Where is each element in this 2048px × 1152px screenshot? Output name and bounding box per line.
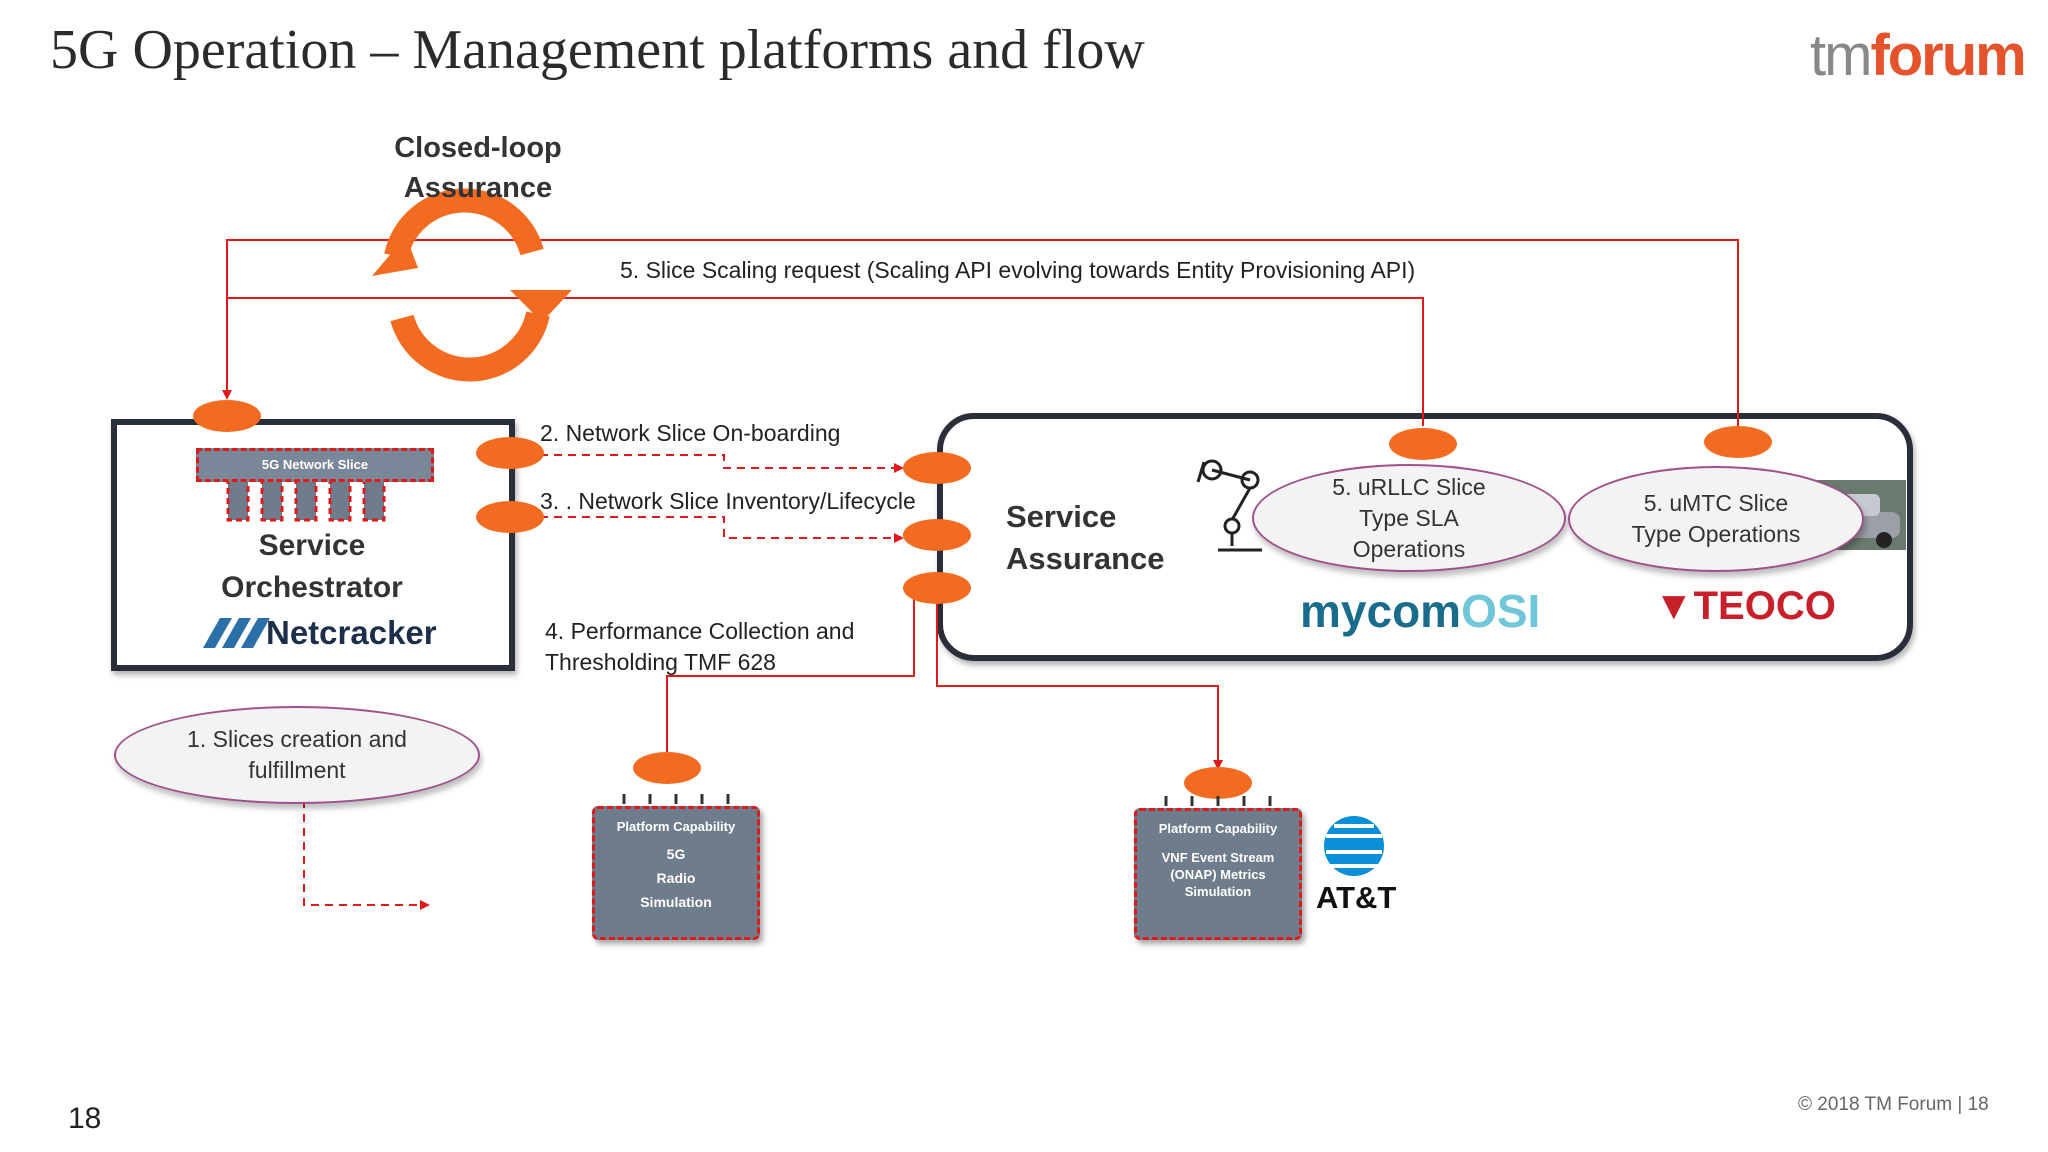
inventory-label: 3. . Network Slice Inventory/Lifecycle (540, 488, 916, 514)
teoco-mark-icon: ▼ (1654, 584, 1694, 628)
netcracker-logo-mark (203, 618, 270, 648)
urllc-oval: 5. uRLLC Slice Type SLA Operations (1252, 464, 1566, 572)
mycom-osi-logo: mycomOSI (1300, 585, 1541, 637)
node-assurance-in2 (903, 519, 971, 551)
inventory-arrow (512, 516, 904, 543)
att-globe-icon (1324, 816, 1384, 876)
perf-collection-arrow-1 (666, 583, 919, 753)
platform-antennas (622, 794, 1272, 806)
node-platform2 (1184, 767, 1252, 799)
slide-title: 5G Operation – Management platforms and … (50, 19, 1145, 81)
platform-vnf-event-stream: Platform Capability VNF Event Stream (ON… (1134, 808, 1302, 940)
tmforum-logo: tmforum (1810, 23, 2027, 88)
node-umtc (1704, 426, 1772, 458)
page-number: 18 (68, 1102, 102, 1135)
platform-5g-radio-simulation: Platform Capability 5G Radio Simulation (592, 806, 760, 940)
node-urllc (1389, 428, 1457, 460)
perf-collection-arrow-2 (936, 585, 1223, 770)
closed-loop-label: Closed-loop Assurance (394, 132, 562, 204)
node-orchestrator-top (193, 400, 261, 432)
node-onboarding-out (476, 437, 544, 469)
att-logo: AT&T (1316, 880, 1397, 915)
node-platform1 (633, 752, 701, 784)
robot-arm-icon (1196, 459, 1262, 552)
assurance-title: Service Assurance (1006, 499, 1165, 576)
network-slice-band: 5G Network Slice (196, 448, 434, 482)
orchestrator-title: Service Orchestrator (221, 529, 403, 604)
slice-columns (226, 474, 386, 522)
scaling-request-arrow (222, 239, 1739, 426)
onboarding-arrow (512, 454, 904, 473)
netcracker-logo: Netcracker (266, 614, 437, 651)
node-assurance-in1 (903, 452, 971, 484)
scaling-request-label: 5. Slice Scaling request (Scaling API ev… (620, 257, 1416, 283)
perf-collection-label: 4. Performance Collection and Thresholdi… (545, 618, 855, 675)
closed-loop-icon (384, 188, 550, 382)
node-assurance-in3 (903, 572, 971, 604)
footer-copyright: © 2018 TM Forum | 18 (1798, 1094, 1989, 1115)
onboarding-label: 2. Network Slice On-boarding (540, 420, 841, 446)
teoco-logo: ▼TEOCO (1654, 584, 1836, 628)
node-inventory-out (476, 501, 544, 533)
creation-arrow (303, 800, 430, 910)
connector-nodes (193, 400, 1772, 799)
slices-creation-oval: 1. Slices creation and fulfillment (114, 706, 480, 804)
umtc-oval: 5. uMTC Slice Type Operations (1568, 466, 1864, 572)
